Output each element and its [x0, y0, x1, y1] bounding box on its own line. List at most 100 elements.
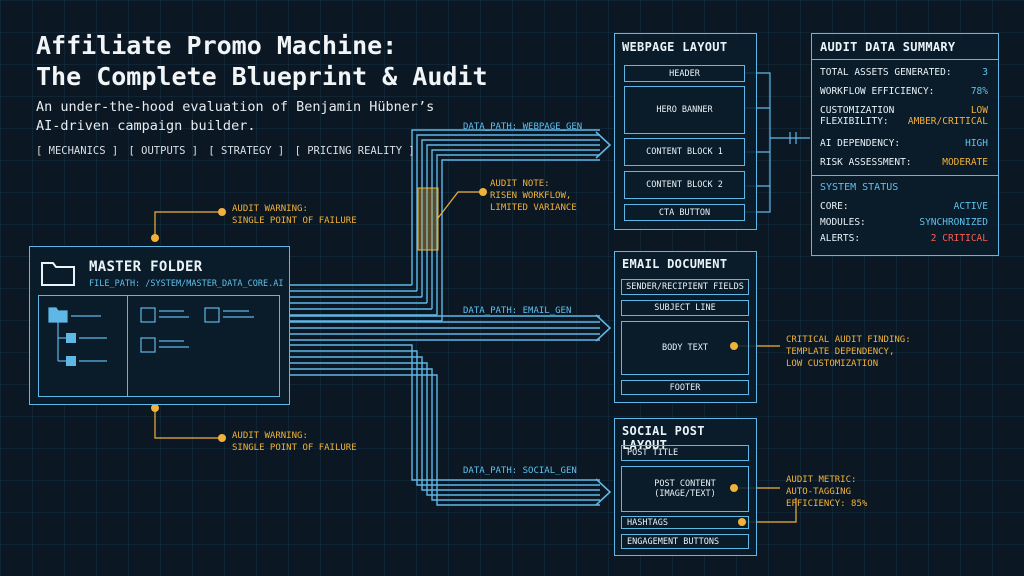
email-slot-sender-recipient: SENDER/RECIPIENT FIELDS	[621, 279, 749, 295]
email-finding-line3: LOW CUSTOMIZATION	[786, 359, 879, 369]
master-folder-path: FILE_PATH: /SYSTEM/MASTER_DATA_CORE.AI	[89, 279, 284, 289]
warning-bottom-anchor-dot	[151, 404, 159, 412]
nav-pricing-reality[interactable]: [ PRICING REALITY ]	[294, 145, 415, 157]
audit-value: 78%	[970, 86, 988, 97]
audit-label-2: FLEXIBILITY:	[820, 116, 889, 127]
social-audit-metric: AUDIT METRIC: AUTO-TAGGING EFFICIENCY: 8…	[786, 474, 867, 510]
social-metric-line3: EFFICIENCY: 85%	[786, 499, 868, 509]
status-row-modules: MODULES: SYNCHRONIZED	[820, 217, 988, 228]
audit-value: HIGH	[965, 138, 988, 149]
arrow-webpage	[595, 131, 612, 159]
email-document-panel[interactable]: EMAIL DOCUMENT SENDER/RECIPIENT FIELDS S…	[614, 251, 757, 403]
wire-webpage-4	[426, 144, 600, 303]
audit-row-ai-dependency: AI DEPENDENCY: HIGH	[820, 138, 988, 149]
wire-webpage-3	[421, 139, 600, 297]
status-value: ACTIVE	[953, 201, 988, 212]
email-slot-body-text: BODY TEXT	[621, 321, 749, 375]
audit-warning-bottom: AUDIT WARNING: SINGLE POINT OF FAILURE	[232, 430, 357, 454]
variance-highlight	[417, 187, 439, 251]
webpage-slot-header: HEADER	[624, 65, 745, 82]
nav-mechanics[interactable]: [ MECHANICS ]	[36, 145, 119, 157]
email-document-title: EMAIL DOCUMENT	[622, 257, 728, 271]
nav-outputs[interactable]: [ OUTPUTS ]	[128, 145, 199, 157]
webpage-slot-cta-button: CTA BUTTON	[624, 204, 745, 221]
email-finding-title: CRITICAL AUDIT FINDING:	[786, 335, 911, 345]
warning-bottom-dot	[218, 434, 226, 442]
wire-social-4	[290, 362, 600, 496]
folder-explorer	[38, 295, 280, 397]
webpage-slot-hero-banner: HERO BANNER	[624, 86, 745, 134]
webpage-layout-panel[interactable]: WEBPAGE LAYOUT HEADER HERO BANNER CONTEN…	[614, 33, 757, 230]
audit-note-line2: RISEN WORKFLOW,	[490, 191, 572, 201]
audit-note-dot	[479, 188, 487, 196]
audit-warning-bottom-text: SINGLE POINT OF FAILURE	[232, 443, 357, 453]
audit-label: CUSTOMIZATION	[820, 105, 895, 116]
social-slot-post-content: POST CONTENT (IMAGE/TEXT)	[621, 466, 749, 512]
warning-top-dot	[218, 208, 226, 216]
leader-bottom-warning	[154, 408, 222, 439]
wire-social-1	[290, 344, 600, 481]
leader-social-metric-2	[742, 498, 797, 523]
audit-note-title: AUDIT NOTE:	[490, 179, 550, 189]
webpage-layout-title: WEBPAGE LAYOUT	[622, 40, 728, 54]
email-audit-finding: CRITICAL AUDIT FINDING: TEMPLATE DEPENDE…	[786, 334, 911, 370]
warning-top-anchor-dot	[151, 234, 159, 242]
audit-summary-title: AUDIT DATA SUMMARY	[820, 40, 956, 54]
folder-icon	[41, 262, 75, 286]
arrow-social	[595, 478, 612, 506]
audit-value: 3	[982, 67, 988, 78]
audit-value-2: AMBER/CRITICAL	[907, 116, 988, 127]
social-post-content-sub: (IMAGE/TEXT)	[654, 489, 716, 499]
email-slot-footer: FOOTER	[621, 380, 749, 395]
arrow-email	[595, 314, 612, 342]
leader-audit-note	[437, 191, 483, 219]
wire-social-5	[290, 368, 600, 501]
audit-row-total-assets: TOTAL ASSETS GENERATED: 3	[820, 67, 988, 78]
audit-row-risk-assessment: RISK ASSESSMENT: MODERATE	[820, 157, 988, 168]
social-metric-dot-content	[730, 484, 738, 492]
audit-row-workflow-efficiency: WORKFLOW EFFICIENCY: 78%	[820, 86, 988, 97]
wire-social-3	[290, 356, 600, 491]
audit-warning-top: AUDIT WARNING: SINGLE POINT OF FAILURE	[232, 203, 357, 227]
wire-webpage-5	[431, 149, 600, 309]
master-folder-panel[interactable]: MASTER FOLDER FILE_PATH: /SYSTEM/MASTER_…	[29, 246, 290, 405]
subtitle-line2: AI-driven campaign builder.	[36, 118, 256, 134]
audit-value: LOW	[970, 105, 988, 116]
audit-warning-top-title: AUDIT WARNING:	[232, 204, 308, 214]
audit-label: AI DEPENDENCY:	[820, 138, 901, 149]
master-folder-title: MASTER FOLDER	[89, 259, 203, 275]
webpage-slot-content-2: CONTENT BLOCK 2	[624, 171, 745, 199]
webpage-slot-content-1: CONTENT BLOCK 1	[624, 138, 745, 166]
social-slot-hashtags: HASHTAGS	[621, 516, 749, 529]
audit-label: RISK ASSESSMENT:	[820, 157, 912, 168]
audit-note-line3: LIMITED VARIANCE	[490, 203, 577, 213]
audit-value: MODERATE	[942, 157, 988, 168]
system-status-title: SYSTEM STATUS	[820, 182, 899, 193]
data-path-social: DATA_PATH: SOCIAL_GEN	[463, 466, 577, 476]
social-metric-title: AUDIT METRIC:	[786, 475, 857, 485]
wire-social-2	[290, 350, 600, 486]
email-finding-line2: TEMPLATE DEPENDENCY,	[786, 347, 895, 357]
data-path-webpage: DATA_PATH: WEBPAGE_GEN	[463, 122, 583, 132]
email-finding-dot	[730, 342, 738, 350]
page-subtitle: An under-the-hood evaluation of Benjamin…	[36, 98, 434, 136]
audit-label: WORKFLOW EFFICIENCY:	[820, 86, 935, 97]
nav-strategy[interactable]: [ STRATEGY ]	[208, 145, 285, 157]
status-row-alerts: ALERTS: 2 CRITICAL	[820, 233, 988, 244]
audit-warning-bottom-title: AUDIT WARNING:	[232, 431, 308, 441]
status-value: 2 CRITICAL	[930, 233, 988, 244]
page-title: Affiliate Promo Machine: The Complete Bl…	[36, 30, 488, 92]
wire-webpage-6	[436, 154, 600, 315]
page-title-line2: The Complete Blueprint & Audit	[36, 62, 488, 91]
social-metric-dot-hashtags	[738, 518, 746, 526]
status-label: CORE:	[820, 201, 849, 212]
audit-warning-top-text: SINGLE POINT OF FAILURE	[232, 216, 357, 226]
status-value: SYNCHRONIZED	[919, 217, 988, 228]
section-nav: [ MECHANICS ] [ OUTPUTS ] [ STRATEGY ] […	[36, 145, 419, 157]
data-path-email: DATA_PATH: EMAIL_GEN	[463, 306, 572, 316]
status-label: MODULES:	[820, 217, 866, 228]
wire-webpage-1	[411, 129, 600, 285]
social-slot-engagement-buttons: ENGAGEMENT BUTTONS	[621, 534, 749, 549]
